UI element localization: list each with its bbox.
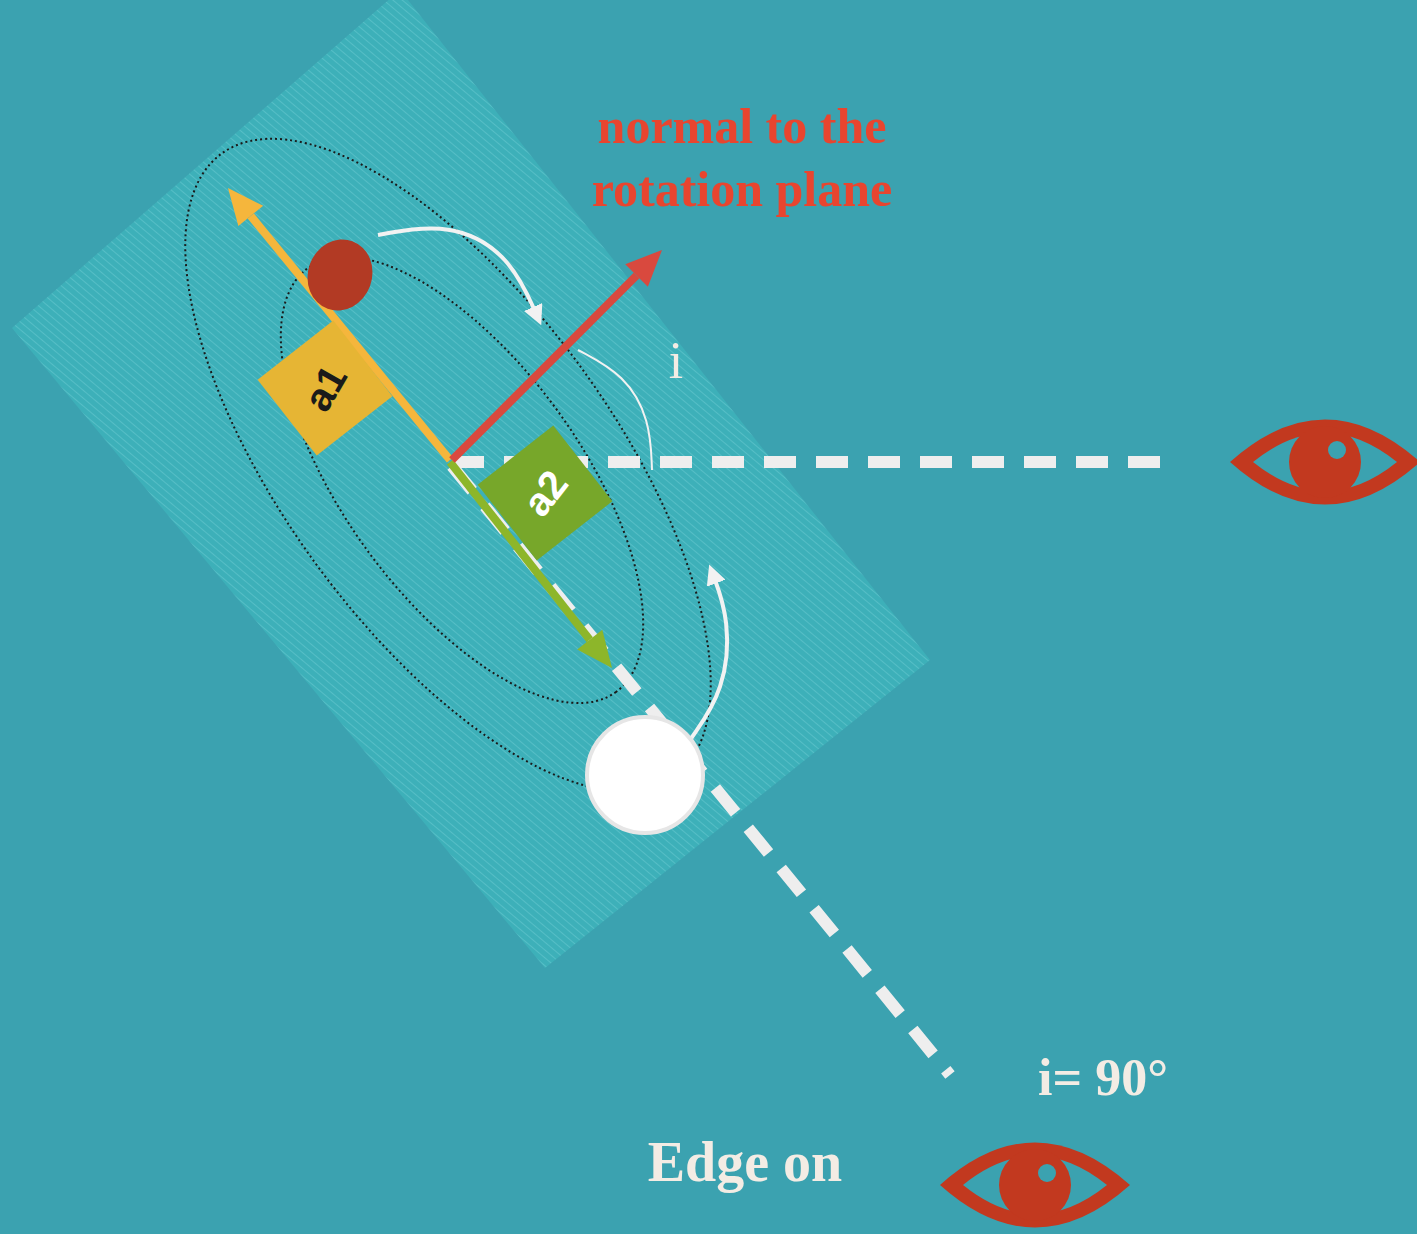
node-label: a2 (514, 462, 577, 525)
semi-major-axis-a1 (251, 216, 450, 460)
observer-eye (940, 1143, 1130, 1228)
inclination-arc (578, 350, 652, 470)
a1-box: a1 (258, 321, 393, 456)
companion-star (298, 230, 383, 320)
inner-orbit (213, 199, 712, 762)
semi-major-axis-a1-head (228, 188, 263, 226)
semi-major-axis-a2-head (577, 630, 612, 668)
a2-box: a2 (478, 426, 613, 561)
motion-arrow (690, 572, 727, 740)
inclination-value: i= 90° (983, 1045, 1223, 1110)
normal-vector-head (625, 250, 662, 287)
inclination-label: i (656, 328, 696, 393)
semi-major-axis-a2 (450, 462, 590, 640)
node-label: a1 (294, 357, 355, 418)
observer-eye (1230, 420, 1417, 505)
motion-arrow (378, 228, 538, 318)
edge-on-label: Edge on (585, 1127, 905, 1197)
primary-star (587, 717, 703, 833)
normal-label: normal to the rotation plane (532, 95, 952, 220)
